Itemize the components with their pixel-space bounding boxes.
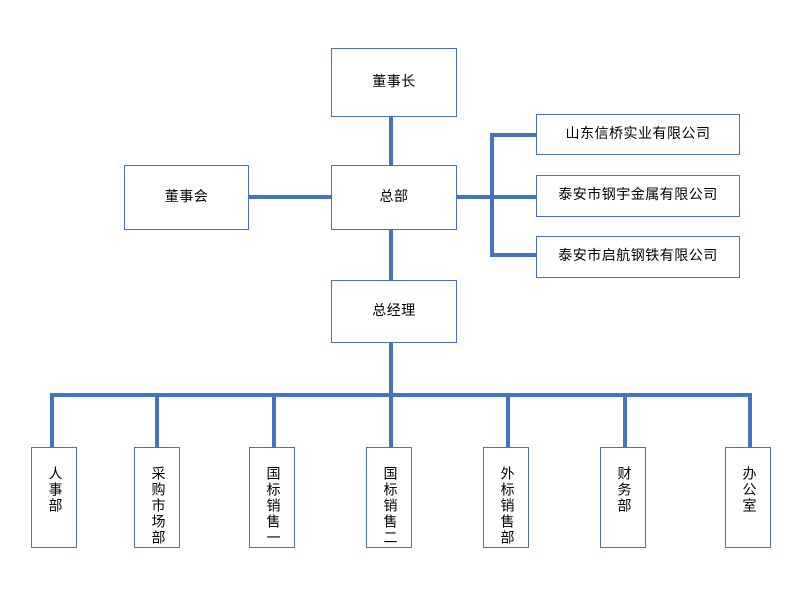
node-chairman-label: 董事长 (372, 73, 416, 90)
node-department-7[interactable]: 办公室 (725, 447, 771, 548)
connector-subsidiary-branch-1 (490, 133, 538, 137)
connector-general-manager-to-department-bus (389, 343, 393, 397)
node-chairman[interactable]: 董事长 (331, 48, 457, 117)
node-department-4[interactable]: 国标销售二 (366, 447, 412, 548)
connector-headquarters-to-subsidiary-spine (455, 195, 494, 199)
connector-department-bus (50, 393, 752, 397)
node-subsidiary-1[interactable]: 山东信桥实业有限公司 (536, 114, 740, 155)
connector-department-drop-6 (623, 393, 627, 447)
node-subsidiary-3[interactable]: 泰安市启航钢铁有限公司 (536, 236, 740, 278)
node-department-4-label: 国标销售二 (381, 466, 398, 546)
node-subsidiary-2[interactable]: 泰安市钢宇金属有限公司 (536, 175, 740, 217)
node-department-2-label: 采购市场部 (149, 466, 166, 546)
connector-subsidiary-branch-3 (490, 253, 538, 257)
node-department-1-label: 人事部 (46, 466, 63, 514)
node-department-5[interactable]: 外标销售部 (483, 447, 529, 548)
node-department-2[interactable]: 采购市场部 (134, 447, 180, 548)
node-general-manager[interactable]: 总经理 (331, 280, 457, 343)
connector-headquarters-to-general-manager (389, 228, 393, 280)
connector-department-drop-1 (50, 393, 54, 447)
node-headquarters[interactable]: 总部 (331, 165, 457, 230)
node-department-6[interactable]: 财务部 (600, 447, 646, 548)
node-department-3-label: 国标销售一 (264, 466, 281, 546)
connector-board-to-headquarters (247, 195, 333, 199)
node-subsidiary-3-label: 泰安市启航钢铁有限公司 (558, 248, 718, 265)
node-department-3[interactable]: 国标销售一 (249, 447, 295, 548)
connector-chairman-to-headquarters (389, 117, 393, 167)
node-board-of-directors-label: 董事会 (164, 188, 209, 205)
connector-department-drop-2 (155, 393, 159, 447)
node-department-7-label: 办公室 (740, 466, 757, 514)
connector-department-drop-4 (389, 393, 393, 447)
node-headquarters-label: 总部 (379, 188, 409, 205)
node-subsidiary-1-label: 山东信桥实业有限公司 (565, 125, 711, 142)
connector-department-drop-7 (748, 393, 752, 447)
node-general-manager-label: 总经理 (372, 302, 416, 319)
connector-subsidiary-branch-2 (490, 195, 538, 199)
node-department-1[interactable]: 人事部 (31, 447, 77, 548)
connector-department-drop-5 (506, 393, 510, 447)
connector-department-drop-3 (272, 393, 276, 447)
node-subsidiary-2-label: 泰安市钢宇金属有限公司 (558, 187, 718, 204)
node-board-of-directors[interactable]: 董事会 (124, 165, 249, 230)
node-department-5-label: 外标销售部 (498, 466, 515, 546)
node-department-6-label: 财务部 (615, 466, 632, 514)
